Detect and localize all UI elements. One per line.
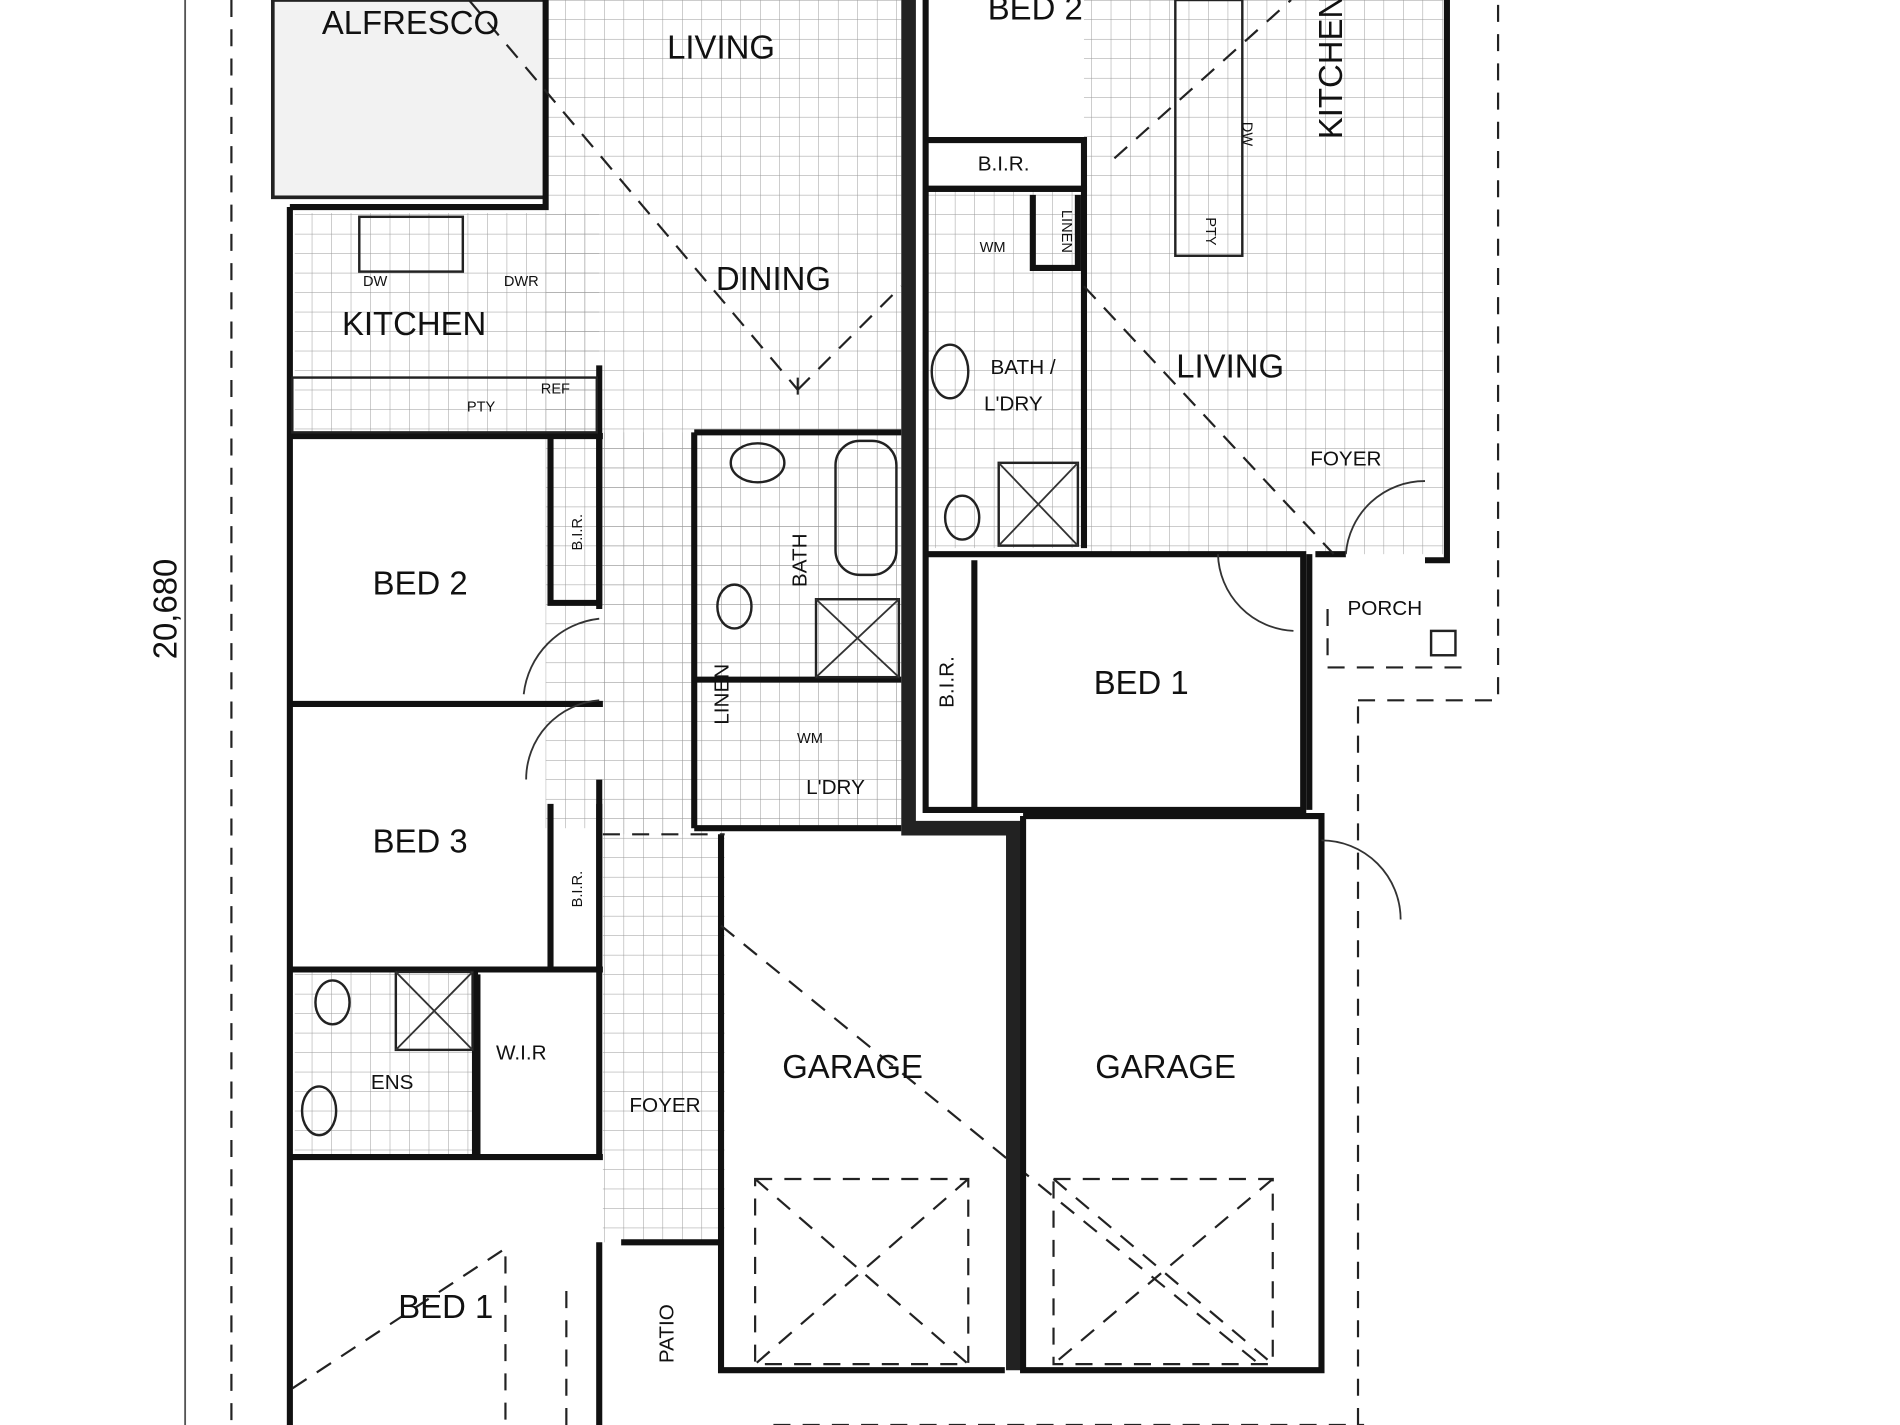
right-unit-walls: [922, 0, 1500, 1374]
party-wall: [901, 0, 1021, 1371]
room-label-foyer-right: FOYER: [1310, 447, 1381, 470]
room-label-dining: DINING: [716, 260, 831, 297]
right-unit-labels: BED 2 KITCHEN LIVING BED 1 GARAGE B.I.R.…: [936, 0, 1423, 1085]
room-label-bed2: BED 2: [373, 564, 468, 601]
room-label-bath: BATH: [788, 533, 811, 587]
fixture-dw: DW: [363, 274, 388, 290]
room-label-bath-laundry-1: BATH /: [991, 356, 1056, 379]
room-label-bed3: BED 3: [373, 823, 468, 860]
left-unit-labels: ALFRESCO LIVING DINING KITCHEN BED 2 BED…: [322, 4, 923, 1363]
room-label-ensuite: ENS: [371, 1071, 414, 1094]
fixture-pty: PTY: [467, 400, 496, 416]
fixture-dwr: DWR: [504, 274, 539, 290]
room-label-patio: PATIO: [656, 1304, 679, 1363]
alfresco-area: [270, 0, 548, 200]
fixture-wm-right: WM: [980, 240, 1006, 256]
fixture-wm: WM: [797, 731, 823, 747]
bir-label-bed3: B.I.R.: [570, 871, 586, 908]
fixture-pty-right: PTY: [1202, 217, 1218, 246]
room-label-wir: W.I.R: [496, 1042, 547, 1065]
dimension-annotation: 20,680: [147, 0, 233, 1425]
fixture-dw-right: DW: [1238, 122, 1254, 147]
room-label-bed1: BED 1: [398, 1288, 493, 1325]
room-label-porch: PORCH: [1347, 597, 1422, 620]
room-label-bed2-right: BED 2: [988, 0, 1083, 26]
bir-label-bed2-right: B.I.R.: [978, 153, 1030, 176]
tiled-floors: [294, 0, 1444, 1243]
room-label-garage-right: GARAGE: [1095, 1048, 1236, 1085]
bir-label-bed1-right: B.I.R.: [936, 656, 959, 708]
room-label-linen: LINEN: [710, 664, 733, 725]
left-unit-walls: [286, 0, 1365, 1425]
room-label-bed1-right: BED 1: [1094, 664, 1189, 701]
room-label-linen-right: LINEN: [1058, 210, 1074, 253]
room-label-living: LIVING: [667, 28, 775, 65]
bir-label-bed2: B.I.R.: [570, 514, 586, 551]
room-label-living-right: LIVING: [1176, 348, 1284, 385]
room-label-kitchen: KITCHEN: [342, 305, 486, 342]
dimension-label: 20,680: [147, 559, 184, 660]
fixture-ref: REF: [541, 381, 570, 397]
room-label-foyer: FOYER: [629, 1094, 700, 1117]
room-label-kitchen-right: KITCHEN: [1312, 0, 1349, 139]
room-label-laundry: L'DRY: [806, 776, 865, 799]
room-label-alfresco: ALFRESCO: [322, 4, 499, 41]
room-label-bath-laundry-2: L'DRY: [984, 392, 1043, 415]
room-label-garage: GARAGE: [782, 1048, 923, 1085]
